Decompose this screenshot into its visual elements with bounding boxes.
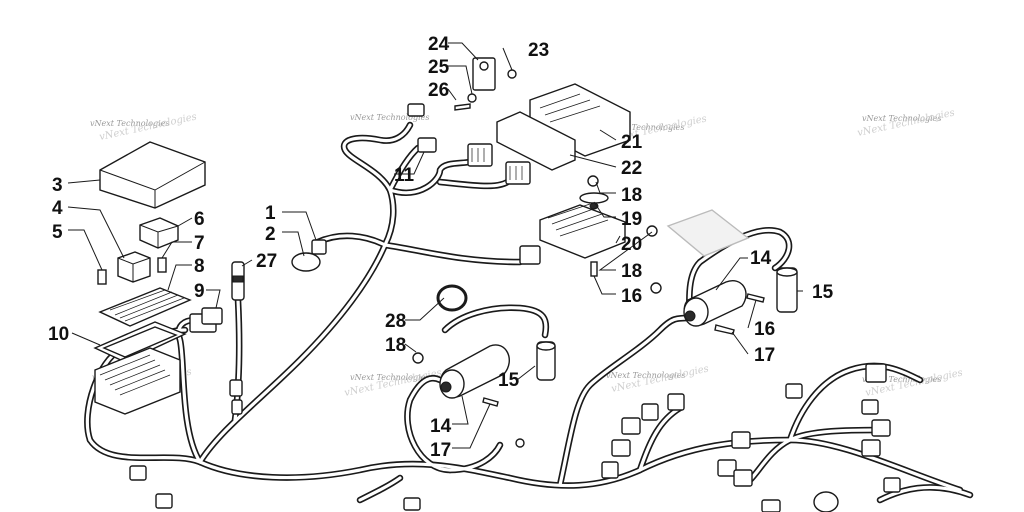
relay-box-cover: [99, 141, 206, 209]
callout-1: 1: [265, 203, 276, 224]
harness-cables: [84, 121, 974, 504]
harness-cable: [441, 304, 550, 339]
callout-27: 27: [256, 251, 277, 272]
ring-terminal: [515, 438, 525, 448]
bracket-24: [472, 57, 496, 91]
callout-14-center: 14: [430, 416, 452, 437]
watermark: vNext Technologies: [862, 114, 941, 123]
connector-20: [519, 245, 541, 265]
callout-18-top: 18: [621, 185, 642, 206]
callout-9: 9: [194, 281, 205, 302]
watermark: vNext Technologies: [606, 371, 685, 380]
fuse-7: [157, 257, 167, 273]
watermark: vNext Technologies: [856, 108, 955, 139]
callout-2: 2: [265, 224, 276, 245]
callout-11: 11: [394, 165, 415, 186]
callout-23: 23: [528, 40, 549, 61]
starter-motor: [646, 209, 750, 257]
starter-solenoid-right: [683, 280, 747, 327]
connector-2: [291, 239, 327, 272]
callout-10: 10: [48, 324, 69, 345]
harness-cable-inner: [638, 406, 682, 472]
boot-15-center: [536, 341, 556, 381]
boot-15-right: [776, 267, 798, 313]
callout-4: 4: [52, 198, 63, 219]
gasket-frame: [93, 321, 187, 363]
harness-cable-inner: [405, 376, 452, 472]
callout-15-right: 15: [812, 282, 834, 303]
callout-7: 7: [194, 233, 205, 254]
harness-cable-inner: [383, 243, 522, 264]
harness-cable-inner: [788, 364, 922, 442]
callout-18-center: 18: [385, 335, 406, 356]
callout-19: 19: [621, 209, 642, 230]
harness-cable-inner: [878, 485, 972, 502]
callout-17-center: 17: [430, 440, 451, 461]
screw-16a: [590, 261, 598, 277]
watermark: vNext Technologies: [862, 375, 941, 384]
harness-cable-inner: [198, 188, 395, 464]
callout-17-right: 17: [754, 345, 775, 366]
callout-25: 25: [428, 57, 450, 78]
harness-cable: [196, 186, 397, 466]
callout-8: 8: [194, 256, 205, 277]
callout-16-right: 16: [754, 319, 775, 340]
callout-24: 24: [428, 34, 450, 55]
watermark: vNext Technologies: [350, 113, 429, 122]
fuse-5: [97, 269, 107, 285]
connector-11: [407, 103, 437, 153]
connector-ecm-1: [467, 143, 493, 167]
callout-14-right: 14: [750, 248, 772, 269]
callout-15-center: 15: [498, 370, 520, 391]
screw-23: [507, 69, 517, 79]
callout-28: 28: [385, 311, 406, 332]
harness-cable-inner: [388, 146, 420, 192]
bottom-connectors: [129, 363, 901, 512]
callout-21: 21: [621, 132, 643, 153]
relay-small: [139, 217, 179, 249]
callout-16-regulator: 16: [621, 286, 642, 307]
harness-cable-inner: [342, 123, 412, 192]
callout-22: 22: [621, 158, 642, 179]
harness-cable-inner: [443, 306, 548, 337]
callout-18-right: 18: [621, 261, 642, 282]
screw-17-right: [714, 324, 735, 335]
screw-17-center: [482, 397, 499, 407]
callout-20: 20: [621, 234, 642, 255]
screw-16-right: [746, 293, 765, 303]
watermark: vNext Technologies: [90, 119, 169, 128]
leader-lines: [67, 42, 803, 449]
voltage-regulator: [539, 203, 626, 259]
watermark: vNext Technologies: [605, 123, 684, 132]
starter-solenoid-center: [439, 344, 510, 399]
harness-cable-inner: [788, 428, 882, 442]
nut-18-right: [650, 282, 662, 294]
callouts: 1 2 3 4 5 6 7 8 9 10 11 14 14 15 15 16 1…: [48, 34, 834, 461]
callout-26: 26: [428, 80, 449, 101]
nut-18-center: [412, 352, 424, 364]
nut-18: [587, 175, 599, 187]
harness-cable-inner: [448, 443, 502, 472]
harness-cable-inner: [177, 318, 202, 464]
fuse-panel-board: [98, 287, 192, 327]
oxygen-sensor: [229, 261, 245, 415]
relay-large: [117, 251, 151, 283]
callout-3: 3: [52, 175, 63, 196]
connector-9: [189, 307, 223, 333]
watermark: vNext Technologies: [350, 373, 429, 382]
ecu-bracket: [496, 111, 576, 171]
screw-26: [454, 103, 471, 111]
harness-cable-inner: [358, 476, 402, 502]
ring-28: [436, 284, 468, 312]
connector-ecm-2: [505, 161, 531, 185]
harness-cable-inner: [388, 158, 477, 195]
washer-25: [467, 93, 477, 103]
harness-cable-inner: [558, 316, 692, 487]
fuse-box-base: [94, 347, 181, 415]
callout-5: 5: [52, 222, 63, 243]
callout-6: 6: [194, 209, 205, 230]
